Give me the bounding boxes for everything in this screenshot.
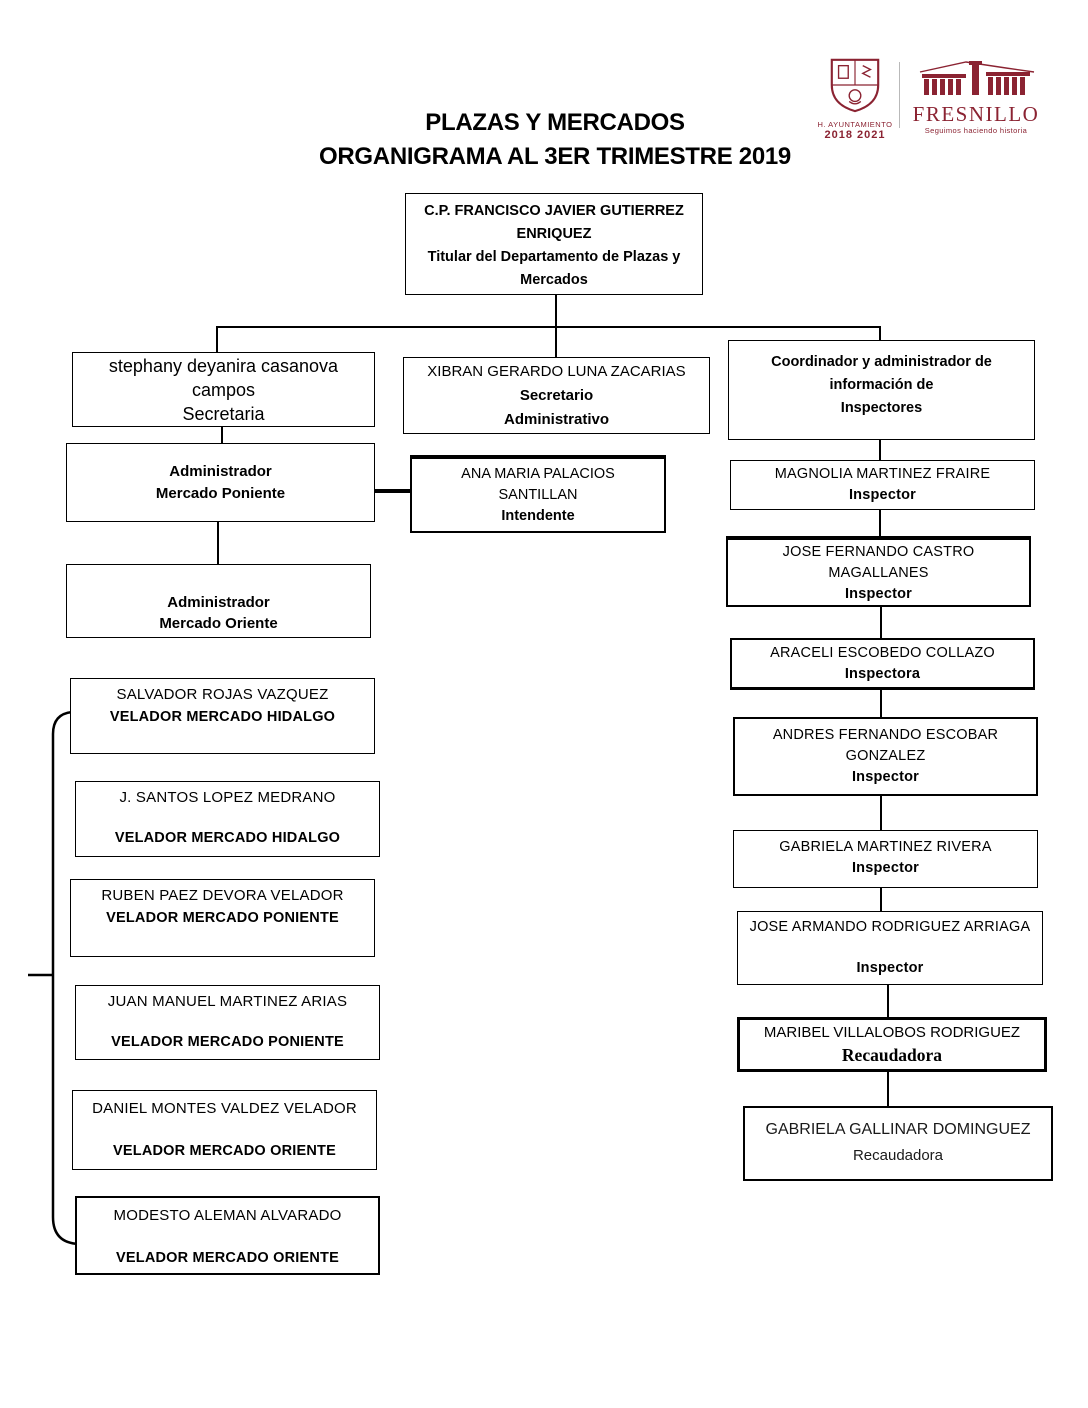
person-role: Coordinador y administrador de (771, 354, 992, 370)
person-role: VELADOR MERCADO HIDALGO (114, 830, 341, 846)
org-box-velador: SALVADOR ROJAS VAZQUEZ VELADOR MERCADO H… (70, 678, 375, 754)
org-box-inspector: MAGNOLIA MARTINEZ FRAIRE Inspector (730, 460, 1035, 510)
connector-line (880, 607, 882, 638)
person-role: Inspector (851, 769, 920, 785)
crest-caption: H. AYUNTAMIENTO (817, 120, 893, 129)
person-role: Inspector (844, 586, 913, 602)
connector-line (216, 326, 218, 352)
connector-line (555, 326, 557, 357)
person-name: ANDRES FERNANDO ESCOBAR GONZALEZ (772, 727, 999, 764)
connector-line (887, 985, 889, 1017)
person-name: MARIBEL VILLALOBOS RODRIGUEZ (763, 1024, 1021, 1041)
person-name: ARACELI ESCOBEDO COLLAZO (770, 645, 995, 661)
person-role: Mercado Poniente (155, 485, 286, 502)
org-box-velador: MODESTO ALEMAN ALVARADO VELADOR MERCADO … (75, 1196, 380, 1275)
connector-line (880, 796, 882, 830)
org-box-titular: C.P. FRANCISCO JAVIER GUTIERREZ ENRIQUEZ… (405, 193, 703, 295)
person-role: VELADOR MERCADO ORIENTE (116, 1250, 339, 1266)
person-role: Recaudadora (841, 1045, 943, 1065)
org-box-recaudadora: MARIBEL VILLALOBOS RODRIGUEZ Recaudadora (737, 1017, 1047, 1072)
person-role: VELADOR MERCADO HIDALGO (109, 709, 336, 725)
person-name: ENRIQUEZ (516, 226, 592, 242)
person-name: ANA MARIA PALACIOS (461, 466, 615, 482)
page-subtitle: ORGANIGRAMA AL 3ER TRIMESTRE 2019 (319, 143, 791, 170)
person-role: Recaudadora (852, 1147, 944, 1164)
person-name: GABRIELA GALLINAR DOMINGUEZ (765, 1121, 1031, 1138)
person-role: información de (829, 377, 934, 393)
person-name: RUBEN PAEZ DEVORA VELADOR (101, 887, 344, 904)
org-box-velador: J. SANTOS LOPEZ MEDRANO VELADOR MERCADO … (75, 781, 380, 857)
org-box-inspector: ARACELI ESCOBEDO COLLAZO Inspectora (730, 638, 1035, 690)
person-name: SALVADOR ROJAS VAZQUEZ (116, 686, 329, 703)
person-role: Intendente (501, 508, 575, 524)
person-role: Secretario (519, 387, 594, 404)
person-role: Inspectora (844, 666, 921, 682)
org-box-recaudadora: GABRIELA GALLINAR DOMINGUEZ Recaudadora (743, 1106, 1053, 1181)
org-box-velador: DANIEL MONTES VALDEZ VELADOR VELADOR MER… (72, 1090, 377, 1170)
person-name: XIBRAN GERARDO LUNA ZACARIAS (427, 363, 686, 380)
connector-line (217, 522, 219, 564)
person-role: Administrador (167, 594, 270, 611)
person-role: Titular del Departamento de Plazas y (427, 249, 681, 265)
person-role: VELADOR MERCADO PONIENTE (111, 1034, 344, 1050)
crest-shield-icon (830, 58, 880, 113)
person-name: MAGNOLIA MARTINEZ FRAIRE (774, 466, 991, 482)
org-box-coordinador: Coordinador y administrador de informaci… (728, 340, 1035, 440)
connector-line (879, 440, 881, 460)
person-name: DANIEL MONTES VALDEZ VELADOR (92, 1100, 357, 1117)
person-name: JOSE FERNANDO CASTRO MAGALLANES (782, 544, 975, 581)
logo-divider (899, 62, 900, 128)
person-role: Inspector (851, 860, 920, 876)
connector-line (879, 326, 881, 340)
org-box-administrador-poniente: Administrador Mercado Poniente (66, 443, 375, 522)
org-box-inspector: JOSE FERNANDO CASTRO MAGALLANES Inspecto… (726, 536, 1031, 607)
person-name: JOSE ARMANDO RODRIGUEZ ARRIAGA (749, 919, 1031, 935)
person-name: MODESTO ALEMAN ALVARADO (113, 1207, 342, 1224)
person-role: VELADOR MERCADO ORIENTE (113, 1143, 336, 1159)
connector-line (216, 326, 881, 328)
person-name: campos (191, 380, 256, 400)
person-role: Administrativo (503, 411, 609, 428)
org-box-secretaria: stephany deyanira casanova campos Secret… (72, 352, 375, 427)
org-box-velador: RUBEN PAEZ DEVORA VELADOR VELADOR MERCAD… (70, 879, 375, 957)
page-header: PLAZAS Y MERCADOS ORGANIGRAMA AL 3ER TRI… (155, 106, 955, 174)
person-name: GABRIELA MARTINEZ RIVERA (779, 839, 992, 855)
person-name: stephany deyanira casanova (108, 356, 339, 376)
connector-line (880, 690, 882, 717)
org-box-administrador-oriente: Administrador Mercado Oriente (66, 564, 371, 638)
person-role: Secretaria (182, 404, 265, 424)
org-box-intendente: ANA MARIA PALACIOS SANTILLAN Intendente (410, 455, 666, 533)
org-box-inspector: JOSE ARMANDO RODRIGUEZ ARRIAGA Inspector (737, 911, 1043, 985)
person-role: Mercados (520, 272, 588, 288)
person-role: Administrador (169, 463, 272, 480)
person-role: Inspector (848, 487, 917, 503)
person-name: J. SANTOS LOPEZ MEDRANO (119, 789, 336, 806)
org-box-inspector: ANDRES FERNANDO ESCOBAR GONZALEZ Inspect… (733, 717, 1038, 796)
person-name: C.P. FRANCISCO JAVIER GUTIERREZ (424, 203, 684, 219)
connector-line (375, 489, 410, 493)
fresnillo-building-icon (919, 61, 1035, 95)
org-box-secretario-administrativo: XIBRAN GERARDO LUNA ZACARIAS Secretario … (403, 357, 710, 434)
crest-years: 2018 2021 (824, 129, 886, 141)
connector-line (880, 888, 882, 911)
municipal-crest-logo: H. AYUNTAMIENTO 2018 2021 (812, 56, 898, 141)
org-box-velador: JUAN MANUEL MARTINEZ ARIAS VELADOR MERCA… (75, 985, 380, 1060)
connector-line (879, 510, 881, 536)
brand-name: FRESNILLO (912, 102, 1040, 126)
person-role: Inspector (856, 960, 924, 976)
person-role: Inspectores (840, 400, 923, 416)
person-name: SANTILLAN (498, 487, 578, 503)
connector-line (221, 427, 223, 443)
person-role: VELADOR MERCADO PONIENTE (106, 910, 339, 926)
brand-tagline: Seguimos haciendo historia (924, 126, 1028, 135)
org-box-inspector: GABRIELA MARTINEZ RIVERA Inspector (733, 830, 1038, 888)
fresnillo-logo: FRESNILLO Seguimos haciendo historia (906, 58, 1046, 135)
connector-line (555, 295, 557, 327)
person-name: JUAN MANUEL MARTINEZ ARIAS (107, 993, 348, 1010)
page-title: PLAZAS Y MERCADOS (425, 109, 685, 136)
connector-line (887, 1072, 889, 1106)
person-role: Mercado Oriente (159, 615, 278, 632)
